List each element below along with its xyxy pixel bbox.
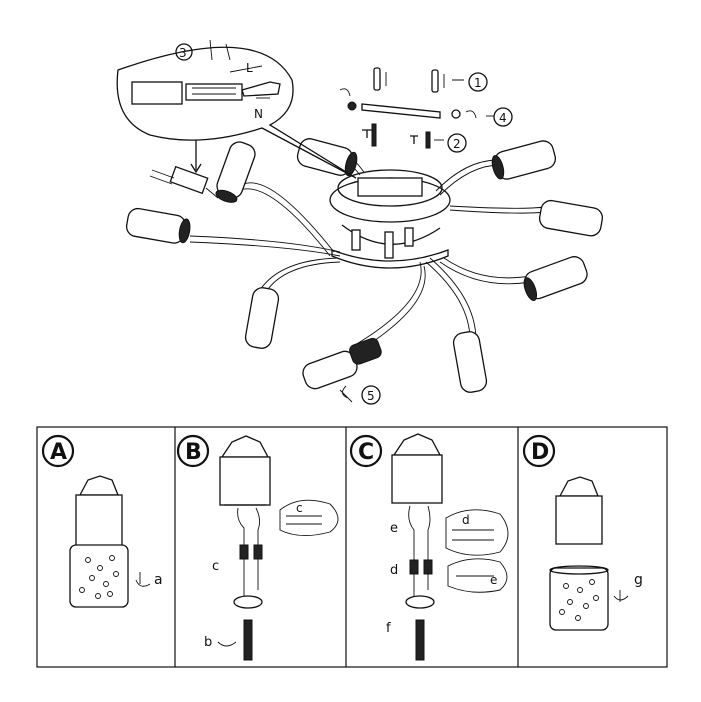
mounting-hardware bbox=[339, 67, 494, 149]
panel-frame bbox=[36, 426, 668, 668]
panel-b-step-b: b bbox=[204, 635, 212, 650]
hub-ring bbox=[331, 249, 449, 269]
panel-b-letter: B bbox=[185, 440, 202, 465]
panel-d-shade-holes bbox=[559, 579, 599, 621]
hub-post-right bbox=[404, 227, 414, 247]
callout-4: 4 bbox=[499, 111, 507, 125]
panel-c-screwdriver bbox=[415, 619, 425, 661]
neutral-wire-label: N bbox=[254, 107, 263, 121]
panel-d: D g bbox=[522, 434, 643, 631]
mounting-bracket-box bbox=[357, 177, 423, 197]
lamp-holders bbox=[125, 138, 604, 393]
callout-circle-1 bbox=[468, 72, 488, 92]
panel-c-step-e: e bbox=[390, 521, 398, 536]
panel-d-rotate-icon bbox=[613, 590, 629, 602]
panel-b: B c c b bbox=[176, 434, 339, 661]
callout-3: 3 bbox=[179, 46, 187, 60]
panel-d-letter: D bbox=[531, 440, 549, 465]
panel-a-step: a bbox=[154, 572, 163, 588]
panel-c: C d e e d f bbox=[349, 433, 509, 661]
panel-b-holder bbox=[219, 456, 271, 506]
lamp-holder-bottom-left bbox=[244, 287, 280, 349]
panel-c-step-d: d bbox=[390, 563, 398, 578]
callout-circle-2 bbox=[447, 133, 467, 153]
panel-c-cloud-bottom-label: e bbox=[490, 573, 497, 587]
callout-circle-4 bbox=[493, 107, 513, 127]
live-wire-label: L bbox=[246, 61, 253, 75]
panel-a-shade-holes bbox=[79, 555, 119, 599]
lamp-socket-ring bbox=[349, 337, 382, 365]
panel-d-step: g bbox=[634, 572, 643, 588]
hub-post-mid bbox=[384, 231, 394, 259]
panel-b-cap bbox=[220, 435, 270, 458]
callout-2: 2 bbox=[453, 137, 461, 151]
lamp-holder-right bbox=[538, 199, 604, 237]
lamp-holder-left bbox=[125, 207, 191, 244]
panel-c-cloud-top-label: d bbox=[462, 513, 470, 527]
panel-c-cloud-top bbox=[445, 509, 509, 556]
panel-c-plate bbox=[405, 595, 435, 609]
panel-b-plate bbox=[233, 595, 263, 609]
panel-d-holder bbox=[555, 495, 603, 545]
callout-circle-3 bbox=[175, 43, 193, 61]
terminal-block-detail bbox=[131, 65, 281, 105]
callout-5: 5 bbox=[367, 389, 375, 403]
panel-c-cap bbox=[392, 433, 442, 456]
hub-post-left bbox=[351, 229, 361, 251]
panel-c-holder bbox=[391, 454, 443, 504]
panel-a-cap bbox=[78, 475, 119, 496]
panel-a: A a bbox=[41, 434, 163, 608]
callout-1: 1 bbox=[474, 76, 482, 90]
panel-a-rotate-icon bbox=[135, 572, 151, 587]
callout-circle-5 bbox=[361, 385, 381, 405]
canopy-ring bbox=[337, 169, 443, 207]
panel-b-wires bbox=[237, 507, 261, 600]
panel-a-shade bbox=[69, 544, 129, 608]
panel-b-cloud-label: c bbox=[296, 501, 303, 515]
lamp-holder-lower-right bbox=[523, 256, 588, 302]
panel-b-screwdriver bbox=[243, 619, 253, 661]
connector-plug-detail bbox=[149, 140, 219, 199]
panel-c-step-f: f bbox=[386, 621, 391, 636]
lamp-holder-upper-left bbox=[215, 141, 256, 203]
lamp-holder-top-right bbox=[491, 140, 557, 180]
wiring-detail-bubble bbox=[116, 46, 357, 179]
lamp-holder-bottom-right bbox=[452, 331, 488, 393]
panel-a-holder bbox=[75, 494, 123, 548]
bulb-removal-icon bbox=[339, 385, 353, 403]
panel-c-cloud-bottom bbox=[447, 558, 508, 593]
panel-d-cap bbox=[558, 476, 599, 497]
panel-a-letter: A bbox=[50, 440, 67, 465]
lamp-holder-top-left bbox=[296, 138, 358, 177]
panel-c-letter: C bbox=[358, 440, 374, 465]
chandelier-illustration: L N 3 1 bbox=[116, 39, 604, 405]
panel-b-step-c: c bbox=[212, 559, 219, 574]
tool-icons bbox=[209, 39, 231, 61]
panel-b-cloud bbox=[279, 499, 339, 536]
panel-c-wires bbox=[408, 505, 431, 600]
